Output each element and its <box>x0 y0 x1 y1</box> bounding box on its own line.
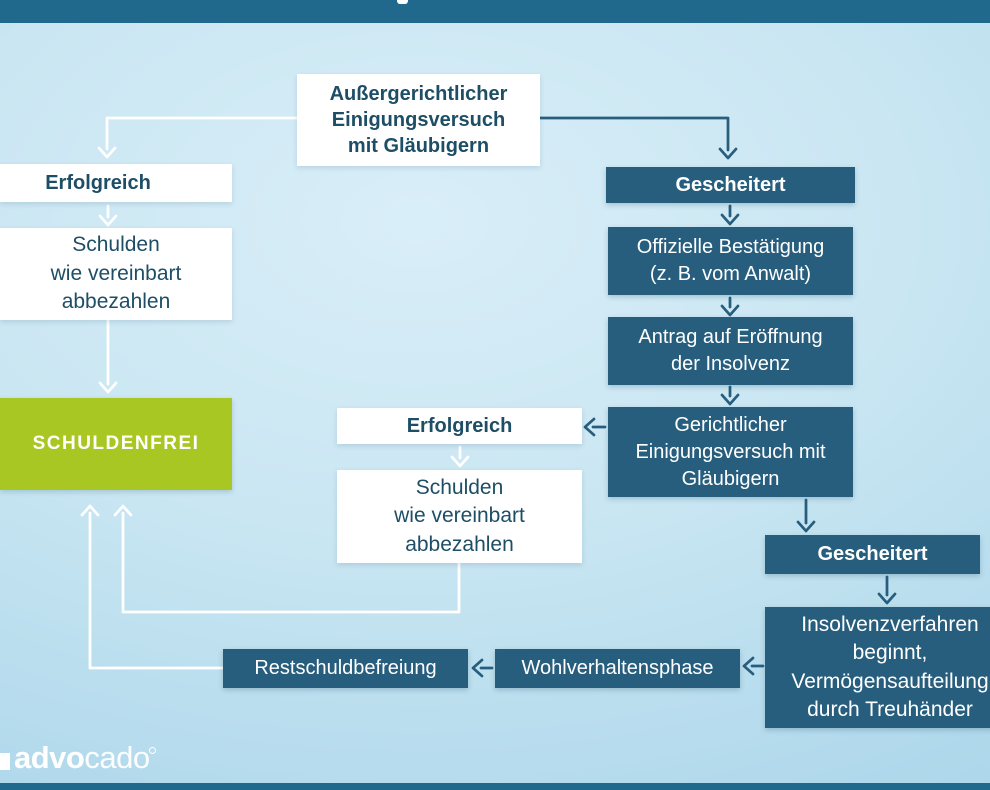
logo-square-icon <box>0 753 10 770</box>
connector-gerichtlicher-to-erfolgreich2 <box>583 417 607 437</box>
node-wohlverhaltensphase: Wohlverhaltensphase <box>495 649 740 688</box>
top-bar <box>0 0 990 23</box>
logo-text-light: cado <box>84 740 150 775</box>
connector-wohlverhaltensphase-to-restschuldbefreiung <box>471 658 494 678</box>
node-insolvenzverfahren: Insolvenzverfahren beginnt, Vermögensauf… <box>765 607 990 728</box>
node-gescheitert-2: Gescheitert <box>765 535 980 574</box>
bottom-bar <box>0 783 990 790</box>
connector-top-to-gescheitert1 <box>538 116 738 160</box>
node-schulden-abbezahlen-2: Schulden wie vereinbart abbezahlen <box>337 470 582 563</box>
connector-antrag-to-gerichtlicher <box>720 385 740 406</box>
connector-offizielle-to-antrag <box>720 296 740 317</box>
node-erfolgreich-2: Erfolgreich <box>337 408 582 444</box>
connector-insolvenzverfahren-to-wohlverhaltensphase <box>742 656 765 676</box>
connector-restschuldbefreiung-to-schuldenfrei <box>80 504 225 670</box>
node-offizielle-bestaetigung: Offizielle Bestätigung (z. B. vom Anwalt… <box>608 227 853 295</box>
node-schuldenfrei: SCHULDENFREI <box>0 398 232 490</box>
connector-gescheitert1-to-offizielle <box>720 204 740 226</box>
node-schulden-abbezahlen-1: Schulden wie vereinbart abbezahlen <box>0 228 232 320</box>
node-gescheitert-1: Gescheitert <box>606 167 855 203</box>
node-restschuldbefreiung: Restschuldbefreiung <box>223 649 468 688</box>
connector-erfolgreich2-to-schulden2 <box>450 445 470 468</box>
registered-ring-icon <box>148 747 156 754</box>
cutoff-title-fragment <box>397 0 408 4</box>
connector-gerichtlicher-to-gescheitert2 <box>796 498 816 533</box>
node-antrag-eroeffnung: Antrag auf Eröffnung der Insolvenz <box>608 317 853 385</box>
connector-schulden1-to-schuldenfrei <box>98 318 118 394</box>
node-erfolgreich-1: Erfolgreich <box>0 164 232 202</box>
connector-erfolgreich1-to-schulden1 <box>98 204 118 227</box>
node-gerichtlicher-einigungsversuch: Gerichtlicher Einigungsversuch mit Gläub… <box>608 407 853 497</box>
advocado-logo: advo cado <box>0 740 157 776</box>
logo-text-bold: advo <box>14 740 85 775</box>
connector-top-to-erfolgreich1 <box>97 116 299 159</box>
connector-gescheitert2-to-insolvenzverfahren <box>877 575 897 605</box>
node-aussergerichtlicher-einigungsversuch: Außergerichtlicher Einigungsversuch mit … <box>297 74 540 166</box>
